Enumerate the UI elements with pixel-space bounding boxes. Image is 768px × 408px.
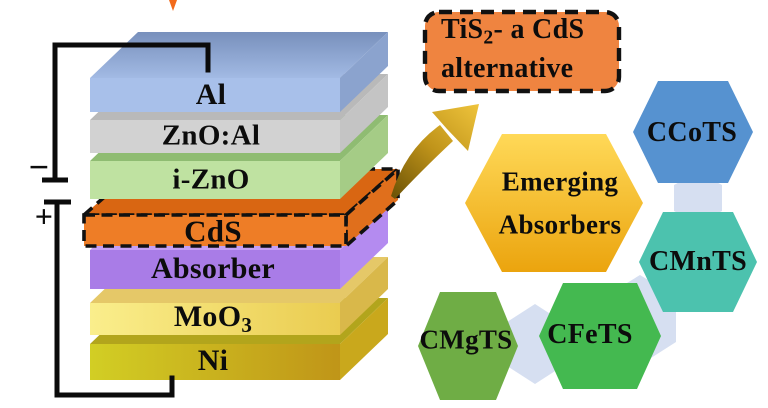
- al-top-face: [90, 32, 388, 78]
- layer-label-ni: Ni: [197, 344, 229, 377]
- moo3-formula-subscript: 3: [241, 312, 253, 337]
- battery-negative-label: −: [28, 147, 50, 187]
- absorber-side-face: [340, 204, 388, 289]
- circuit-wire-bottom: [54, 199, 175, 398]
- layer-label-cds: CdS: [184, 213, 242, 249]
- hexagon-emerging-absorbers: [465, 134, 643, 272]
- hexagon-label-cmgts: CMgTS: [419, 324, 513, 355]
- callout-box: [422, 9, 622, 94]
- ni-front-face: [90, 344, 340, 380]
- al-side-face: [340, 32, 388, 112]
- cds-front-face: [82, 213, 348, 248]
- layer-label-moo3: MoO3: [174, 302, 252, 336]
- moo3-formula: MoO: [173, 300, 242, 334]
- callout-line1: TiS2- a CdS: [441, 13, 585, 49]
- izno-side-face: [340, 115, 388, 199]
- connector-hex-1: [674, 172, 722, 224]
- znoal-front-face: [90, 120, 340, 153]
- moo3-side-face: [340, 257, 388, 335]
- hexagon-ccots: [633, 81, 753, 183]
- hexagon-label-ccots: CCoTS: [646, 117, 738, 148]
- emerging-absorbers-line2: Absorbers: [498, 209, 622, 240]
- hexagon-label-cfets: CFeTS: [547, 319, 633, 350]
- battery-positive-label: +: [34, 198, 54, 234]
- callout-cds-text: - a CdS: [493, 13, 585, 45]
- ni-side-face: [340, 298, 388, 380]
- izno-front-face: [90, 161, 340, 199]
- hexagon-cmgts: [418, 292, 518, 400]
- znoal-side-face: [340, 74, 388, 153]
- hexagon-label-cmnts: CMnTS: [649, 246, 747, 277]
- layer-label-znoal: ZnO:Al: [161, 119, 261, 152]
- callout-line2: alternative: [441, 53, 574, 84]
- moo3-front-face: [90, 303, 340, 335]
- curved-arrow-icon: [391, 125, 453, 199]
- layer-label-al: Al: [195, 78, 227, 111]
- layer-label-absorber: Absorber: [150, 252, 276, 285]
- hexagon-cfets: [539, 283, 661, 389]
- circuit-wire-top: [52, 42, 211, 181]
- layer-label-izno: i-ZnO: [172, 163, 250, 196]
- lightning-icon: [169, 0, 177, 11]
- absorber-front-face: [90, 250, 340, 289]
- emerging-absorbers-line1: Emerging: [501, 166, 619, 197]
- hexagon-cmnts: [639, 212, 757, 312]
- callout-tis: TiS: [441, 13, 484, 45]
- al-front-face: [90, 78, 340, 112]
- callout-tis-subscript: 2: [483, 27, 494, 49]
- curved-arrow-head: [432, 104, 479, 151]
